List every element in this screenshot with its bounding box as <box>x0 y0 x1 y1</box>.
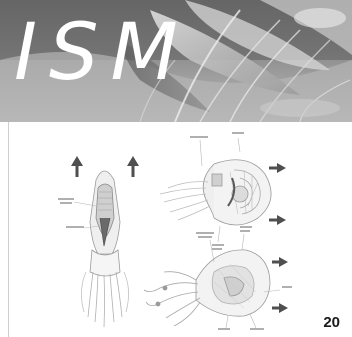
nautilus-illustration <box>160 132 286 250</box>
header-photo: ISM <box>0 0 352 122</box>
squid-illustration <box>58 156 139 327</box>
page-title-word: ISM <box>14 14 190 92</box>
page-number: 20 <box>323 314 340 331</box>
cephalopod-diagram <box>0 122 352 337</box>
